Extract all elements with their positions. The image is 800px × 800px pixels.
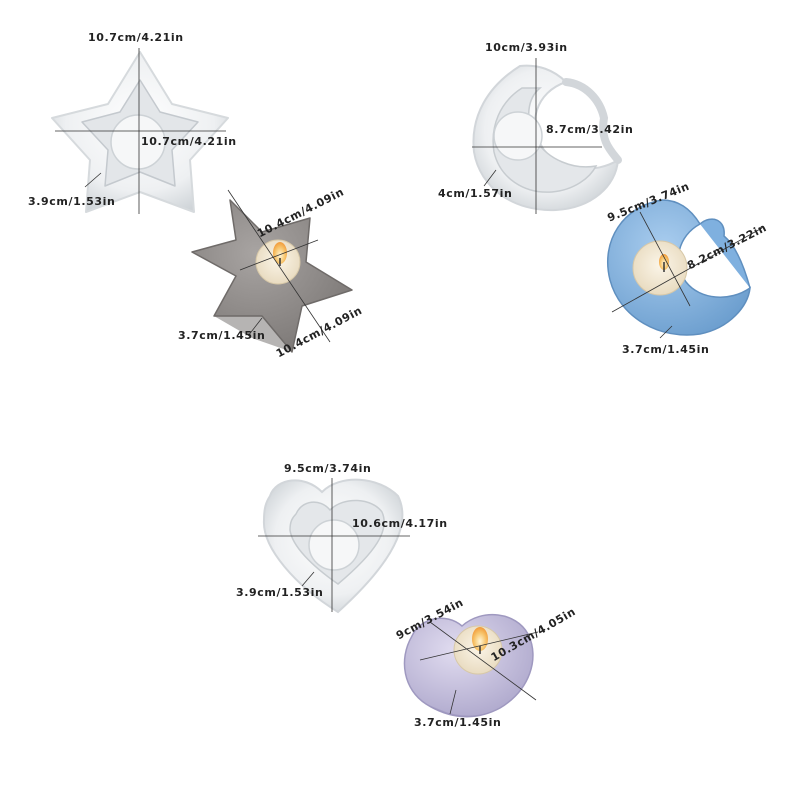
moon-mold-depth-label: 4cm/1.57in bbox=[438, 187, 513, 200]
star-mold-tealight-well bbox=[110, 114, 166, 170]
heart-candle bbox=[403, 613, 539, 718]
moon-mold bbox=[472, 58, 622, 214]
star-flame bbox=[273, 242, 287, 264]
star-candle-depth-line bbox=[247, 317, 263, 337]
heart-mold-depth-label: 3.9cm/1.53in bbox=[236, 586, 324, 599]
star-mold-depth-label: 3.9cm/1.53in bbox=[28, 195, 116, 208]
moon-candle-depth-label: 3.7cm/1.45in bbox=[622, 343, 710, 356]
moon-candle-depth-line bbox=[659, 325, 673, 339]
heart-mold bbox=[258, 478, 410, 614]
moon-mold-width-label: 10cm/3.93in bbox=[485, 41, 568, 54]
heart-candle-depth-label: 3.7cm/1.45in bbox=[414, 716, 502, 729]
moon-candle-width-line bbox=[611, 227, 763, 313]
moon-mold-depth-line bbox=[483, 169, 497, 187]
star-mold bbox=[51, 48, 229, 214]
star-candle-depth-label: 3.7cm/1.45in bbox=[178, 329, 266, 342]
heart-mold-width-label: 9.5cm/3.74in bbox=[284, 462, 372, 475]
heart-mold-tealight-well bbox=[308, 519, 360, 571]
heart-candle-width-line bbox=[419, 631, 539, 661]
heart-mold-depth-line bbox=[301, 571, 315, 587]
heart-candle-height-line bbox=[429, 621, 537, 701]
moon-candle-height-line bbox=[639, 211, 691, 307]
star-candle-line-a bbox=[227, 189, 331, 343]
star-mold-width-label: 10.7cm/4.21in bbox=[88, 31, 184, 44]
heart-candle-depth-line bbox=[449, 689, 457, 715]
moon-tealight bbox=[632, 240, 688, 296]
star-mold-height-label: 10.7cm/4.21in bbox=[141, 135, 237, 148]
star-mold-depth-line bbox=[84, 172, 102, 188]
moon-mold-tealight-well bbox=[493, 111, 543, 161]
moon-mold-height-label: 8.7cm/3.42in bbox=[546, 123, 634, 136]
star-candle-line-b bbox=[239, 239, 319, 271]
heart-mold-height-label: 10.6cm/4.17in bbox=[352, 517, 448, 530]
moon-candle bbox=[606, 199, 763, 339]
star-candle bbox=[191, 189, 353, 353]
